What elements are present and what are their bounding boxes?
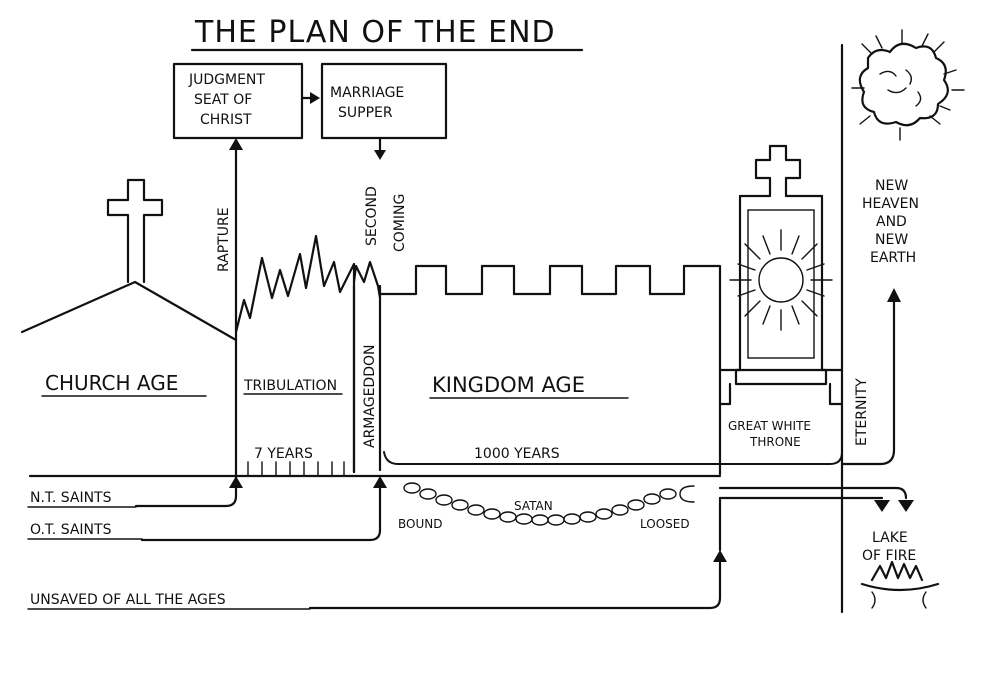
nt-saints-label: N.T. SAINTS (30, 490, 112, 506)
satan-loosed-label: LOOSED (640, 517, 690, 531)
ot-saints-label: O.T. SAINTS (30, 522, 112, 538)
unsaved-arrow-up-icon (713, 550, 727, 562)
tribulation-flames (234, 234, 356, 474)
second-coming-arrow-down-icon (374, 150, 386, 160)
thousand-years-bracket (383, 451, 843, 465)
diagram-title: THE PLAN OF THE END (194, 15, 556, 50)
eternity-label: ETERNITY (854, 378, 870, 446)
kingdom-battlements (378, 264, 722, 476)
nt-saints-arrow-up-icon (229, 476, 243, 488)
armageddon-label: ARMAGEDDON (362, 345, 378, 448)
svg-text:EARTH: EARTH (870, 250, 916, 266)
church-building (20, 178, 238, 342)
satan-to-lake-path (718, 486, 908, 500)
ot-saints-path (140, 484, 382, 542)
lake-arrow-down-icon-2 (874, 500, 890, 512)
thousand-years-label: 1000 YEARS (474, 446, 560, 462)
new-heaven-new-earth-label: NEW HEAVEN AND NEW EARTH (862, 178, 919, 266)
coming-label: COMING (392, 194, 408, 252)
second-label: SECOND (364, 186, 380, 246)
great-white-throne-line-1: GREAT WHITE (728, 419, 811, 433)
svg-text:AND: AND (876, 214, 907, 230)
satan-label: SATAN (514, 499, 553, 513)
armageddon-column (352, 260, 382, 474)
kingdom-age-label: KINGDOM AGE (432, 373, 585, 397)
judgment-seat-line-3: CHRIST (200, 112, 252, 128)
church-age-label: CHURCH AGE (45, 371, 178, 395)
judgment-seat-box (172, 62, 304, 140)
great-white-throne-line-2: THRONE (749, 435, 801, 449)
seven-years-ticks (247, 461, 345, 477)
marriage-supper-line-1: MARRIAGE (330, 85, 404, 101)
svg-text:NEW: NEW (875, 232, 908, 248)
marriage-supper-box (320, 62, 448, 140)
judgment-seat-line-2: SEAT OF (194, 92, 252, 108)
satan-chain-icon (403, 482, 695, 526)
svg-text:HEAVEN: HEAVEN (862, 196, 919, 212)
rapture-label: RAPTURE (216, 207, 232, 272)
nt-saints-path (134, 484, 238, 508)
new-heaven-arrow-up-icon (887, 288, 901, 302)
marriage-supper-line-2: SUPPER (338, 105, 393, 121)
eternity-path (840, 298, 896, 466)
great-white-throne (718, 144, 844, 406)
svg-text:NEW: NEW (875, 178, 908, 194)
lake-of-fire-line-2: OF FIRE (862, 548, 916, 564)
unsaved-label: UNSAVED OF ALL THE AGES (30, 592, 226, 608)
lake-of-fire-flames-icon (860, 560, 940, 609)
lake-arrow-down-icon (898, 500, 914, 512)
throne-radiance-icon (729, 229, 833, 331)
lake-of-fire-line-1: LAKE (872, 530, 908, 546)
seven-years-label: 7 YEARS (254, 446, 313, 462)
unsaved-path (308, 558, 722, 610)
new-heaven-burst-icon (851, 29, 965, 141)
box-connector-arrow-icon (310, 92, 320, 104)
satan-bound-label: BOUND (398, 517, 442, 531)
tribulation-label: TRIBULATION (243, 378, 337, 394)
ot-saints-arrow-up-icon (373, 476, 387, 488)
rapture-arrow-up-icon (229, 138, 243, 150)
judgment-seat-line-1: JUDGMENT (188, 72, 265, 88)
